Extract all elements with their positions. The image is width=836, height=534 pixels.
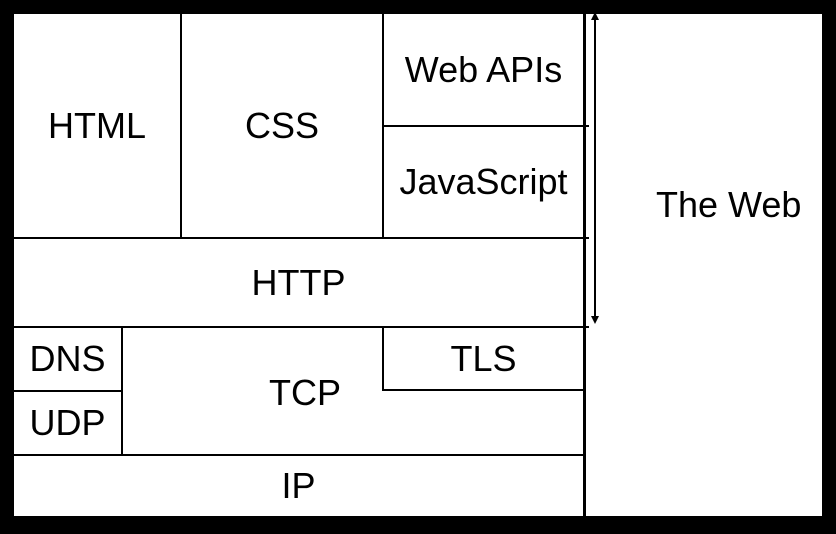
http-divider-stub: [583, 326, 589, 328]
javascript-layer: JavaScript: [384, 127, 583, 237]
dns-label: DNS: [29, 338, 106, 379]
tcp-label: TCP: [269, 372, 341, 413]
javascript-divider-stub: [583, 237, 589, 239]
dns-layer: DNS: [14, 328, 121, 390]
ip-label: IP: [281, 465, 316, 506]
javascript-label: JavaScript: [399, 161, 568, 202]
web-apis-divider-stub: [583, 125, 589, 127]
html-layer: HTML: [14, 14, 180, 237]
udp-label: UDP: [29, 402, 106, 443]
http-layer: HTTP: [14, 239, 583, 326]
ip-layer: IP: [14, 456, 583, 516]
udp-layer: UDP: [14, 392, 121, 454]
web-apis-label: Web APIs: [404, 48, 563, 90]
web-span-arrow: [591, 12, 599, 324]
http-label: HTTP: [251, 261, 346, 303]
arrow-head-top: [591, 12, 599, 20]
tls-left-border: [382, 328, 384, 391]
the-web-label: The Web: [656, 184, 802, 225]
arrow-head-bottom: [591, 316, 599, 324]
the-web-panel: The Web: [586, 14, 822, 516]
css-label: CSS: [244, 104, 320, 146]
html-label: HTML: [48, 104, 146, 146]
tls-label: TLS: [450, 337, 517, 379]
tls-bottom-border: [382, 389, 588, 391]
tls-layer: TLS: [384, 328, 583, 389]
web-apis-layer: Web APIs: [384, 14, 583, 125]
css-layer: CSS: [182, 14, 382, 237]
